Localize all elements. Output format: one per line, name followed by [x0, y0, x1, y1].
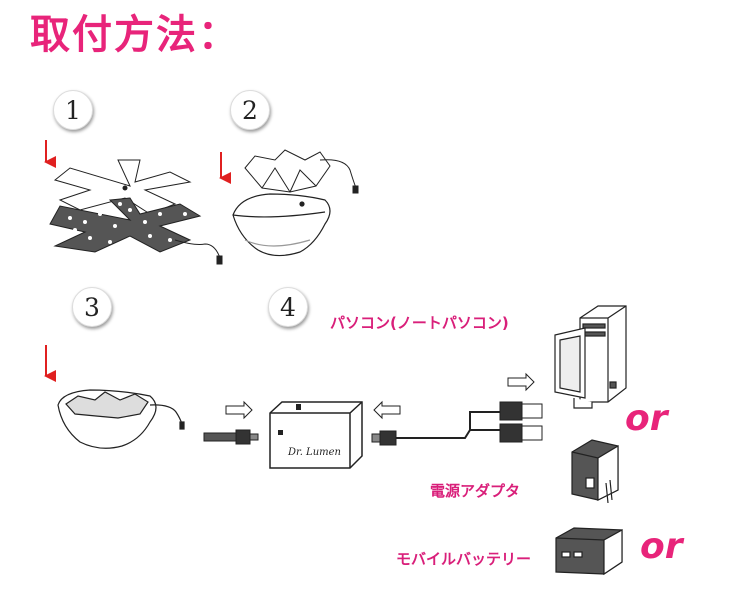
power-adapter-icon — [571, 439, 619, 504]
desktop-pc-icon — [554, 305, 627, 409]
power-adapter-label: 電源アダプタ — [430, 482, 521, 500]
mobile-battery-icon — [555, 527, 623, 576]
or-text: or — [625, 398, 668, 439]
right-arrow-icon — [225, 400, 253, 420]
helmet-with-pad — [57, 389, 185, 449]
step-2-badge: 2 — [230, 90, 270, 130]
controller-brand-label: Dr. Lumen — [287, 447, 341, 458]
pc-label: パソコン(ノートパソコン) — [330, 314, 509, 332]
controller-box: Dr. Lumen — [269, 401, 363, 469]
helmet-shell — [232, 193, 331, 257]
step-3-badge: 3 — [72, 287, 112, 327]
or-text: or — [640, 526, 683, 567]
dc-plug-cable — [203, 429, 259, 445]
page-title: 取付方法： — [30, 11, 240, 58]
step-1-badge: 1 — [53, 90, 93, 130]
pad-bowl — [244, 149, 359, 194]
flower-pad-sheet-bottom — [49, 197, 223, 265]
right-arrow-icon — [507, 372, 535, 392]
left-arrow-icon — [373, 400, 401, 420]
mobile-battery-label: モバイルバッテリー — [396, 550, 532, 568]
usb-cable — [371, 401, 543, 446]
step-4-badge: 4 — [268, 287, 308, 327]
